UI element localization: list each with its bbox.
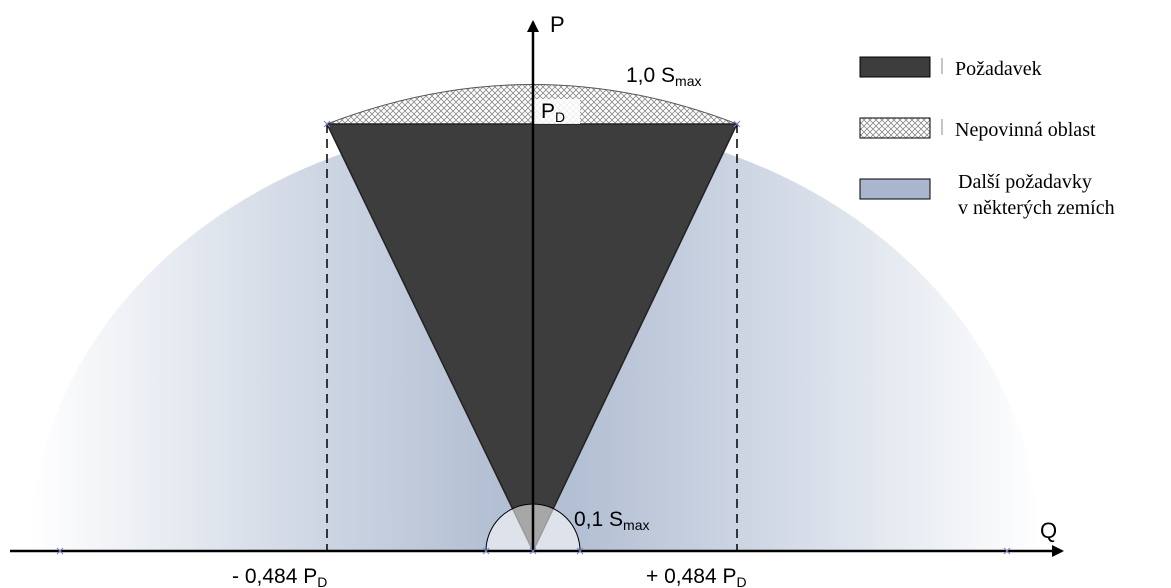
smax-inner-label: 0,1 Smax — [574, 508, 650, 533]
legend-swatch-requirement — [859, 56, 931, 78]
legend-swatch-additional — [859, 178, 931, 200]
q-negative-label: - 0,484 PD — [232, 565, 327, 588]
legend-label-requirement: Požadavek — [955, 58, 1042, 80]
legend-label-additional-line2: v některých zemích — [958, 197, 1115, 219]
legend-swatch-optional — [859, 117, 931, 139]
q-positive-label: + 0,484 PD — [646, 565, 747, 588]
p-axis-label: P — [550, 12, 565, 37]
smax-outer-label: 1,0 Smax — [626, 64, 702, 89]
legend: Požadavek Nepovinná oblast Další požadav… — [859, 56, 1115, 219]
q-axis-label: Q — [1040, 518, 1057, 543]
legend-label-additional-line1: Další požadavky — [958, 171, 1092, 193]
pd-top-label: PD — [541, 100, 565, 125]
legend-label-optional: Nepovinná oblast — [955, 119, 1096, 141]
axis-ticks — [56, 120, 1011, 555]
pd-label-box — [534, 99, 580, 124]
